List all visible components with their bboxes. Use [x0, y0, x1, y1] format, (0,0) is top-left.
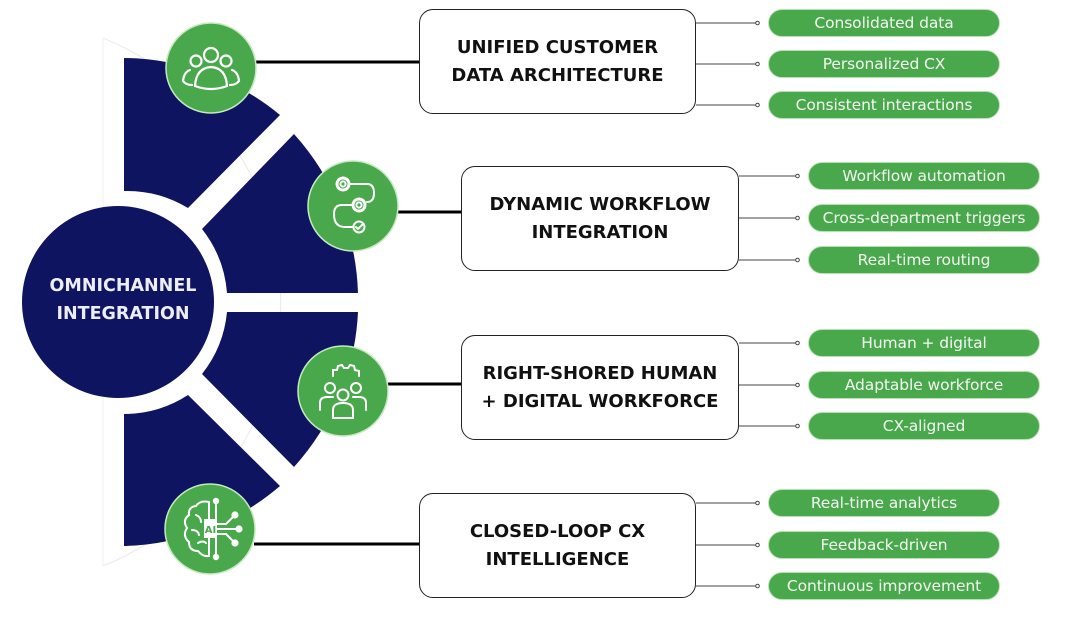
icon-2-group — [307, 160, 399, 252]
connector-end-dot — [795, 173, 800, 179]
hub-label-line2: INTEGRATION — [56, 304, 190, 324]
hub-circle — [22, 206, 214, 398]
icon-3-circle — [297, 345, 389, 437]
connector-end-dot — [795, 215, 800, 221]
benefit-pill: Real-time routing — [808, 246, 1040, 274]
icon-1-group — [165, 22, 257, 114]
hub-label: OMNICHANNEL INTEGRATION — [18, 272, 228, 328]
connector-end-dot — [755, 61, 760, 67]
pillar-title-line2: DATA ARCHITECTURE — [451, 64, 664, 86]
benefit-pill: Workflow automation — [808, 162, 1040, 190]
pillar-box-closed-loop-intelligence: CLOSED-LOOP CX INTELLIGENCE — [419, 493, 696, 598]
benefit-pill: Consistent interactions — [768, 91, 1000, 119]
icon-4-group: AI — [164, 483, 256, 575]
benefit-pill: Cross-department triggers — [808, 204, 1040, 232]
benefit-pill: Consolidated data — [768, 9, 1000, 37]
workflow-gears-icon — [332, 176, 376, 234]
navy-segments — [124, 58, 358, 546]
benefit-pill: Human + digital — [808, 329, 1040, 357]
pillar-box-dynamic-workflow: DYNAMIC WORKFLOW INTEGRATION — [461, 166, 739, 271]
pillar-title-line1: CLOSED-LOOP CX — [469, 520, 646, 542]
connector-end-dot — [795, 423, 800, 429]
connector-end-dot — [795, 340, 800, 346]
pillar-title-line2: INTEGRATION — [531, 221, 669, 243]
benefit-pill: CX-aligned — [808, 412, 1040, 440]
benefit-pill: Continuous improvement — [768, 572, 1000, 600]
benefit-pill: Personalized CX — [768, 50, 1000, 78]
ai-brain-icon — [183, 497, 243, 561]
connector-end-dot — [795, 382, 800, 388]
benefit-pill: Adaptable workforce — [808, 371, 1040, 399]
hub-label-line1: OMNICHANNEL — [49, 276, 197, 296]
benefit-pill: Feedback-driven — [768, 531, 1000, 559]
benefit-pill: Real-time analytics — [768, 489, 1000, 517]
segment-2 — [202, 134, 358, 293]
connector-end-dot — [755, 20, 760, 26]
connector-end-dot — [795, 257, 800, 263]
connector-end-dot — [755, 542, 760, 548]
pillar-title-line1: DYNAMIC WORKFLOW — [489, 193, 711, 215]
pillar-box-unified-customer-data: UNIFIED CUSTOMER DATA ARCHITECTURE — [419, 9, 696, 114]
benefit-connectors — [696, 20, 800, 589]
pillar-title-line1: RIGHT-SHORED HUMAN — [482, 362, 718, 384]
pillar-title-line2: + DIGITAL WORKFORCE — [481, 390, 719, 412]
team-gear-icon — [319, 363, 367, 419]
connector-end-dot — [755, 583, 760, 589]
icon-3-group — [297, 345, 389, 437]
icon-connectors — [254, 60, 462, 546]
pillar-box-right-shored-workforce: RIGHT-SHORED HUMAN + DIGITAL WORKFORCE — [461, 335, 739, 440]
connector-end-dot — [755, 102, 760, 108]
connector-end-dot — [755, 500, 760, 506]
ai-label: AI — [205, 525, 216, 536]
pillar-title-line1: UNIFIED CUSTOMER — [456, 36, 659, 58]
pillar-title-line2: INTELLIGENCE — [485, 548, 630, 570]
people-group-icon — [181, 46, 241, 91]
